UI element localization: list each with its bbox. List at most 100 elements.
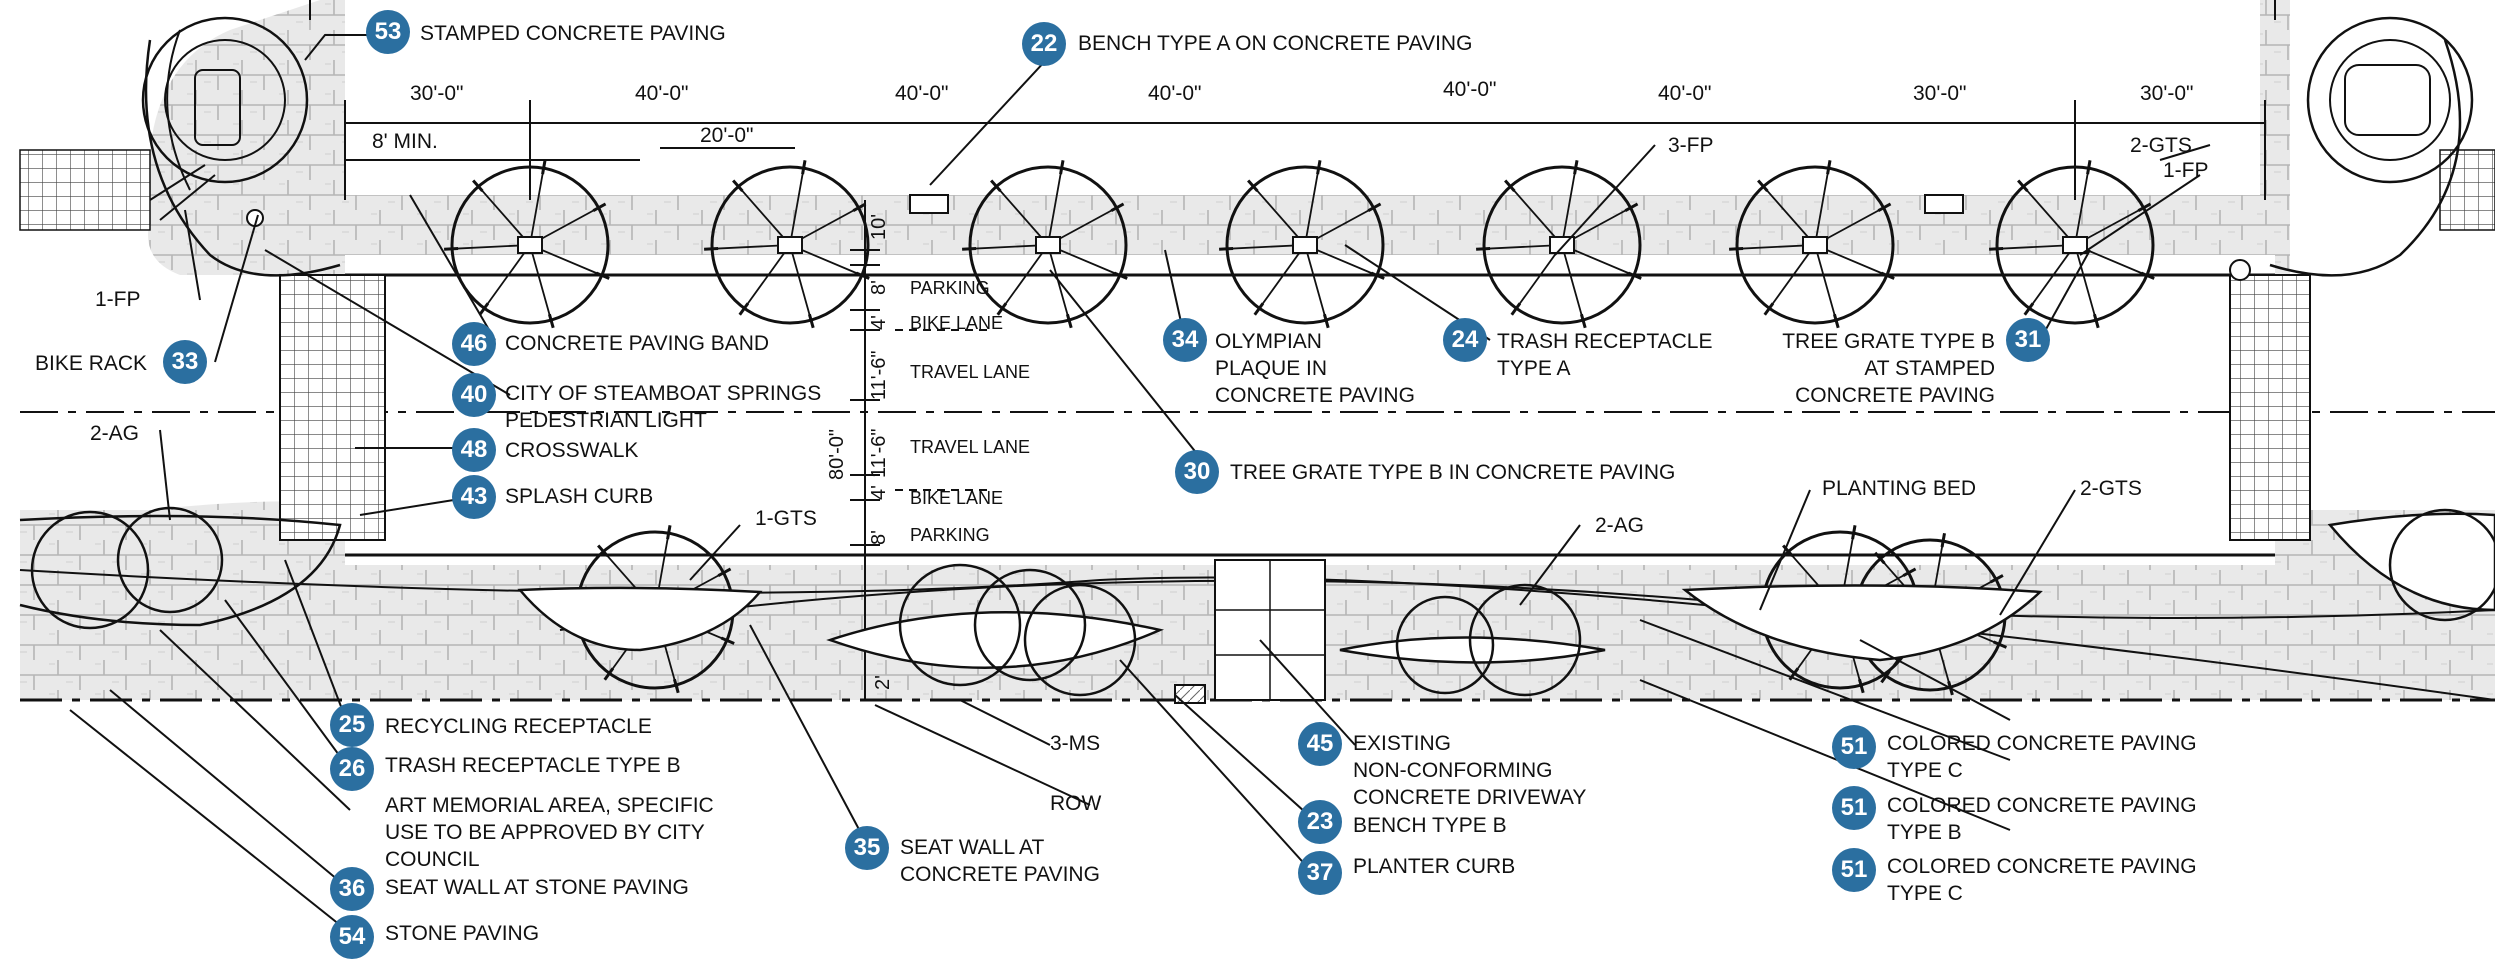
- callout-33-text: BIKE RACK: [35, 352, 148, 375]
- dim-total: 80'-0": [826, 429, 848, 480]
- callout-23-text: BENCH TYPE B: [1353, 814, 1507, 837]
- callout-54-text: STONE PAVING: [385, 922, 540, 945]
- code-row: ROW: [1050, 792, 1102, 815]
- dim-top-8: 30'-0": [2140, 82, 2194, 105]
- street-tree: [1729, 160, 1895, 329]
- dim-top-4: 40'-0": [1148, 82, 1202, 105]
- code-1gts: 1-GTS: [755, 507, 817, 530]
- dim-v-115a: 11'-6": [868, 350, 890, 400]
- callout-54-badge: 54: [330, 915, 374, 959]
- callout-51a-badge: 51: [1832, 725, 1876, 769]
- code-1fp-right: 1-FP: [2163, 159, 2209, 182]
- callout-31-badge: 31: [2006, 318, 2050, 362]
- roadway: [19, 255, 2495, 702]
- crosswalk-left: [279, 274, 386, 541]
- callout-26-text: TRASH RECEPTACLE TYPE B: [385, 754, 681, 777]
- callout-35-badge: 35: [845, 826, 889, 870]
- street-tree: [444, 160, 610, 329]
- lane-travel-south: TRAVEL LANE: [910, 437, 1031, 457]
- dim-top-7: 30'-0": [1913, 82, 1967, 105]
- lane-parking-south: PARKING: [910, 525, 990, 545]
- callout-43-text: SPLASH CURB: [505, 485, 654, 508]
- street-tree: [962, 160, 1128, 329]
- dim-v-4a: 4': [868, 315, 890, 330]
- callout-37-badge: 37: [1298, 851, 1342, 895]
- code-2ag-left: 2-AG: [90, 422, 140, 445]
- callout-46-badge: 46: [452, 322, 496, 366]
- code-2gts-bottom: 2-GTS: [2080, 477, 2142, 500]
- dimension-lines: [344, 100, 2266, 700]
- callout-30-text: TREE GRATE TYPE B IN CONCRETE PAVING: [1230, 461, 1676, 484]
- callout-36-badge: 36: [330, 867, 374, 911]
- callout-51b-badge: 51: [1832, 786, 1876, 830]
- dim-v-2: 2': [872, 675, 894, 690]
- lane-parking-north: PARKING: [910, 278, 990, 298]
- callout-30-badge: 30: [1175, 450, 1219, 494]
- dim-v-4b: 4': [868, 485, 890, 500]
- site-furniture: [246, 194, 2251, 704]
- planter-shrubs: [30, 506, 2495, 697]
- callout-53-text: STAMPED CONCRETE PAVING: [420, 22, 726, 45]
- corner-bulb-left: [141, 16, 341, 277]
- callout-34-badge: 34: [1163, 318, 1207, 362]
- callout-37-text: PLANTER CURB: [1353, 855, 1516, 878]
- callout-23-badge: 23: [1298, 800, 1342, 844]
- callout-48-badge: 48: [452, 428, 496, 472]
- lane-bike-south: BIKE LANE: [910, 488, 1004, 508]
- street-tree: [1476, 160, 1642, 329]
- lane-travel-north: TRAVEL LANE: [910, 362, 1031, 382]
- code-2gts-top: 2-GTS: [2130, 134, 2192, 157]
- code-2ag-mid: 2-AG: [1595, 514, 1645, 537]
- callout-33-badge: 33: [163, 340, 207, 384]
- callout-22-badge: 22: [1022, 22, 1066, 66]
- callout-26-badge: 26: [330, 747, 374, 791]
- callout-48-text: CROSSWALK: [505, 439, 639, 462]
- dim-eight-min: 8' MIN.: [372, 130, 438, 153]
- callout-45-badge: 45: [1298, 722, 1342, 766]
- crosswalk-top-left: [19, 149, 151, 231]
- callout-24-badge: 24: [1443, 318, 1487, 362]
- crosswalk-top-right: [2439, 149, 2495, 231]
- dim-top-2: 40'-0": [635, 82, 689, 105]
- dim-v-8a: 8': [868, 280, 890, 295]
- callout-25-text: RECYCLING RECEPTACLE: [385, 715, 652, 738]
- corner-bulb-right: [2269, 16, 2474, 277]
- trees: [444, 160, 2155, 696]
- crosswalk-right: [2229, 274, 2311, 541]
- planters: [19, 512, 2495, 669]
- dim-top-5: 40'-0": [1443, 78, 1497, 101]
- leader-lines: [69, 34, 2211, 926]
- code-1fp-left: 1-FP: [95, 288, 141, 311]
- dim-top-3: 40'-0": [895, 82, 949, 105]
- callout-43-badge: 43: [452, 475, 496, 519]
- code-3fp: 3-FP: [1668, 134, 1714, 157]
- callout-40-badge: 40: [452, 373, 496, 417]
- street-tree: [1989, 160, 2155, 329]
- lane-bike-north: BIKE LANE: [910, 313, 1004, 333]
- dim-v-8b: 8': [868, 530, 890, 545]
- callout-46-text: CONCRETE PAVING BAND: [505, 332, 770, 355]
- dim-v-10: 10': [868, 213, 890, 240]
- code-planting-bed: PLANTING BED: [1822, 477, 1977, 500]
- street-tree: [1219, 160, 1385, 329]
- callout-22-text: BENCH TYPE A ON CONCRETE PAVING: [1078, 32, 1473, 55]
- street-tree: [704, 160, 870, 329]
- callout-36-text: SEAT WALL AT STONE PAVING: [385, 876, 689, 899]
- callout-53-badge: 53: [366, 10, 410, 54]
- dim-twenty: 20'-0": [700, 124, 754, 147]
- code-3ms: 3-MS: [1050, 732, 1101, 755]
- dim-v-115b: 11'-6": [868, 428, 890, 478]
- dim-top-1: 30'-0": [410, 82, 464, 105]
- dim-top-6: 40'-0": [1658, 82, 1712, 105]
